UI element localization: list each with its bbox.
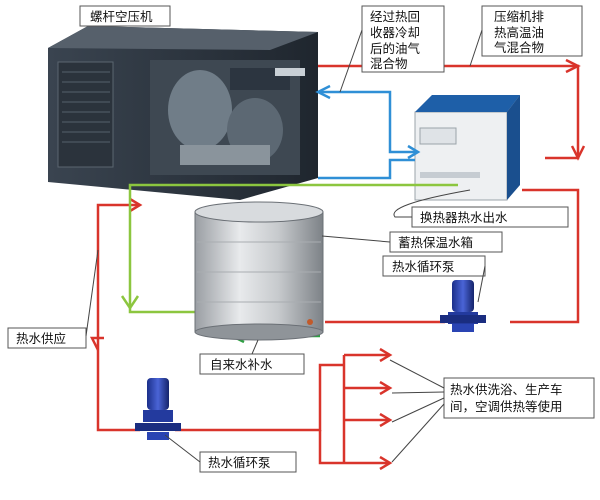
cooled-oil-gas-label-1: 经过热回 — [370, 9, 420, 24]
pump-top-label: 热水循环泵 — [392, 259, 455, 274]
cooled-oil-gas-label-2: 收器冷却 — [370, 25, 420, 40]
heat-exchanger-unit — [414, 95, 520, 201]
exchanger-outlet-label: 换热器热水出水 — [420, 210, 508, 225]
callout-lines — [85, 29, 486, 463]
supply-label: 热水供应 — [16, 331, 66, 346]
hot-oil-gas-pipe — [318, 58, 586, 161]
storage-tank — [194, 201, 324, 341]
pump-bottom-label: 热水循环泵 — [208, 455, 271, 470]
cooled-oil-gas-label-4: 混合物 — [370, 56, 408, 71]
cooled-oil-gas-label-3: 后的油气 — [370, 41, 421, 56]
usage-label-2: 间，空调供热等使用 — [450, 399, 563, 414]
water-return-pipe — [120, 183, 458, 314]
hot-water-distribution-pipe — [342, 347, 393, 471]
circulation-pump-top — [440, 280, 486, 332]
hot-oil-gas-label-2: 热高温油 — [494, 25, 544, 40]
screw-compressor — [48, 26, 318, 200]
label-texts: 螺杆空压机 经过热回 收器冷却 后的油气 混合物 压缩机排 热高温油 气混合物 … — [16, 9, 563, 470]
compressor-label: 螺杆空压机 — [90, 9, 153, 24]
hot-water-pipe — [89, 188, 580, 465]
callout-boxes — [7, 5, 595, 473]
storage-tank-label: 蓄热保温水箱 — [398, 235, 473, 250]
hot-oil-gas-label-3: 气混合物 — [494, 40, 544, 55]
circulation-pump-bottom — [135, 378, 181, 440]
usage-label-1: 热水供洗浴、生产车 — [450, 382, 563, 397]
tap-water-label: 自来水补水 — [210, 357, 273, 372]
cooled-oil-gas-pipe — [315, 84, 421, 180]
hot-oil-gas-label-1: 压缩机排 — [494, 9, 545, 24]
